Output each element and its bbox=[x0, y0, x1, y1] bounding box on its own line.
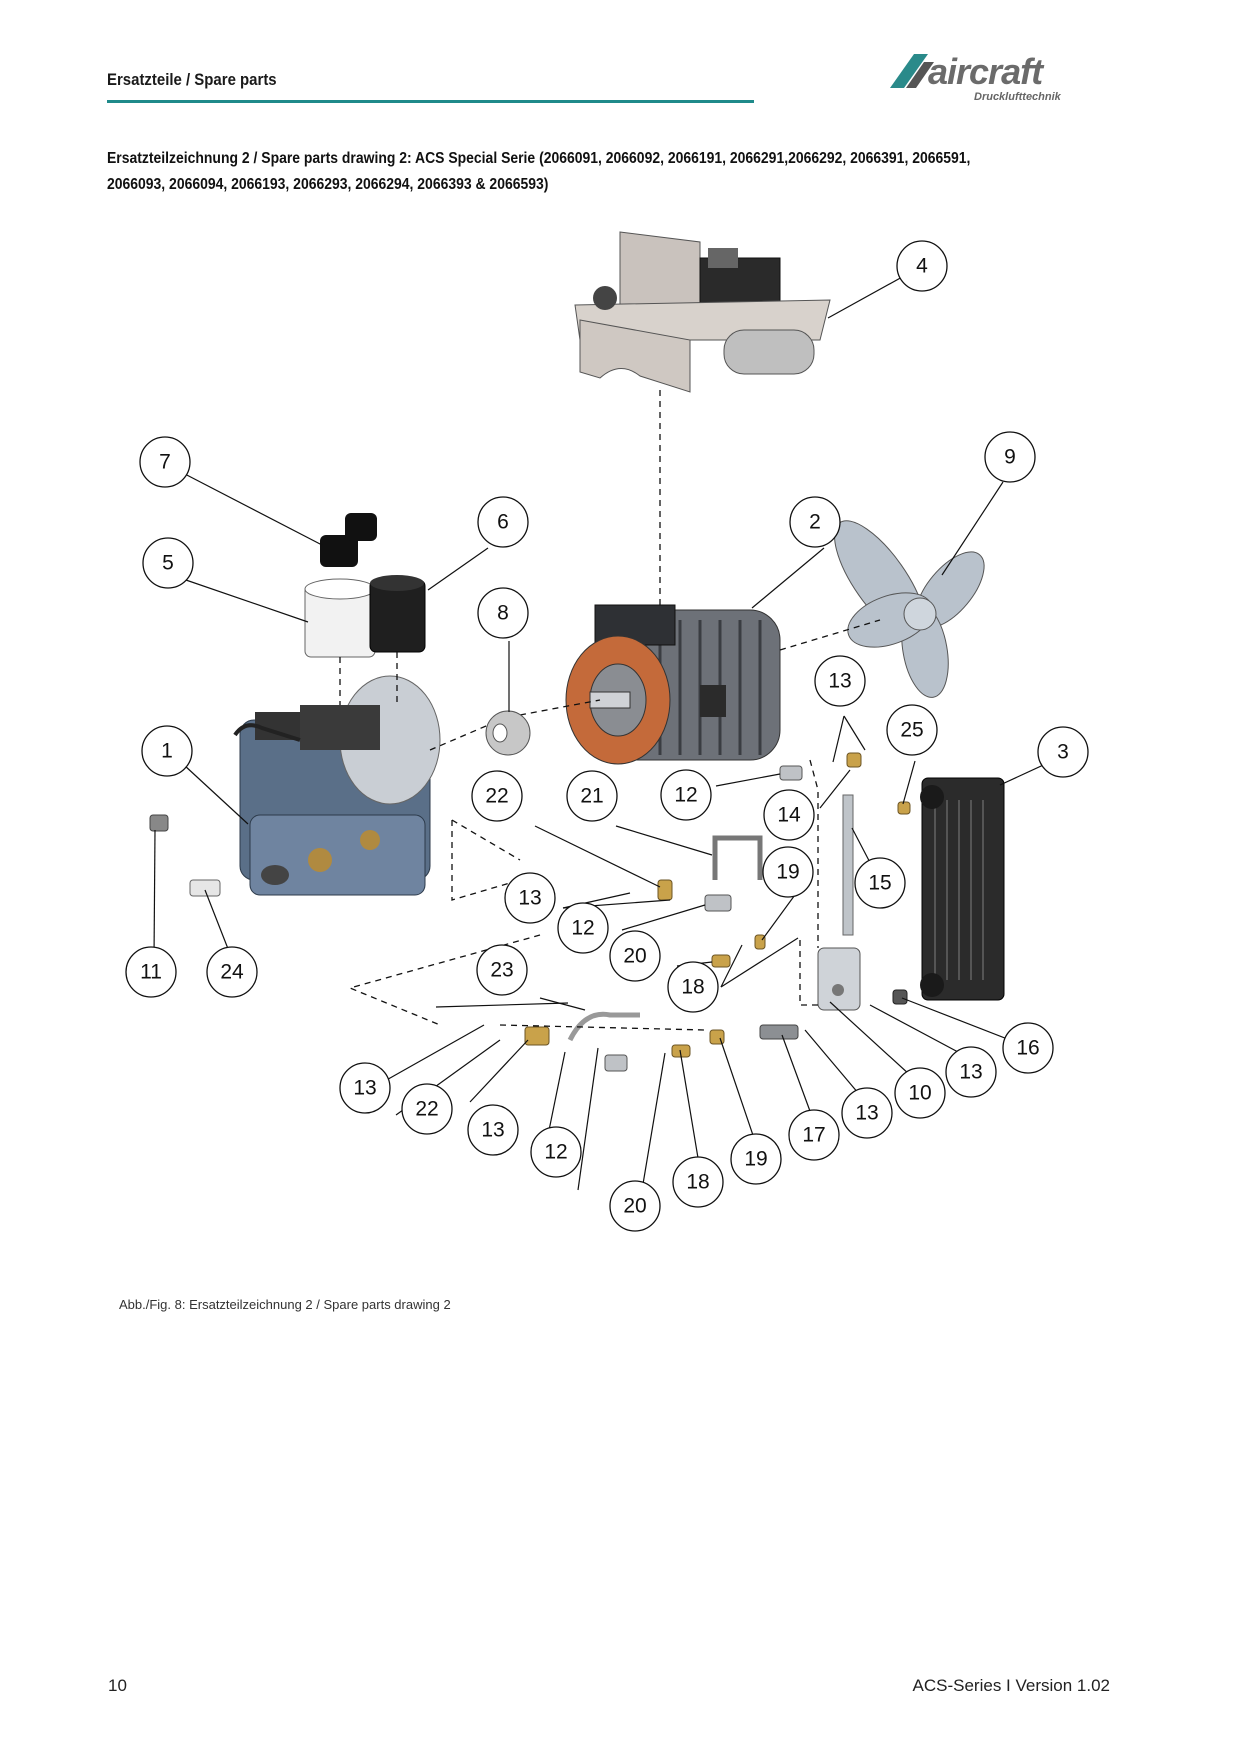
svg-text:20: 20 bbox=[623, 1195, 646, 1218]
motor-illustration bbox=[565, 604, 781, 765]
svg-text:23: 23 bbox=[490, 959, 513, 982]
header-rule bbox=[107, 100, 754, 103]
aircraft-logo-icon bbox=[890, 54, 934, 88]
callout-13-c: 13 bbox=[945, 1046, 997, 1098]
callout-14: 14 bbox=[763, 789, 815, 841]
cooler-illustration bbox=[920, 777, 1005, 1001]
svg-text:22: 22 bbox=[415, 1098, 438, 1121]
svg-text:24: 24 bbox=[220, 961, 244, 984]
callout-11: 11 bbox=[125, 946, 177, 998]
svg-text:3: 3 bbox=[1057, 741, 1069, 764]
callout-8: 8 bbox=[477, 587, 529, 639]
callout-18-b: 18 bbox=[672, 1156, 724, 1208]
pulley-ring-illustration bbox=[485, 710, 531, 756]
svg-text:1: 1 bbox=[161, 740, 173, 763]
callout-20-a: 20 bbox=[609, 930, 661, 982]
air-filter-illustration bbox=[304, 513, 426, 658]
svg-text:13: 13 bbox=[481, 1119, 504, 1142]
callout-16: 16 bbox=[1002, 1022, 1054, 1074]
callout-18-a: 18 bbox=[667, 961, 719, 1013]
callout-13-e: 13 bbox=[339, 1062, 391, 1114]
svg-text:12: 12 bbox=[544, 1141, 567, 1164]
callout-15: 15 bbox=[854, 857, 906, 909]
callout-24: 24 bbox=[206, 946, 258, 998]
svg-text:13: 13 bbox=[518, 887, 541, 910]
valve-block-illustration bbox=[817, 794, 861, 1011]
fan-illustration bbox=[834, 520, 985, 698]
svg-text:6: 6 bbox=[497, 511, 509, 534]
aircraft-logo: aircraft Drucklufttechnik bbox=[890, 51, 1062, 103]
svg-text:13: 13 bbox=[353, 1077, 376, 1100]
svg-text:13: 13 bbox=[855, 1102, 878, 1125]
svg-text:19: 19 bbox=[744, 1148, 767, 1171]
svg-text:18: 18 bbox=[681, 976, 704, 999]
svg-text:25: 25 bbox=[900, 719, 923, 742]
callout-12-b: 12 bbox=[557, 902, 609, 954]
callout-12-a: 12 bbox=[660, 769, 712, 821]
leader-lines bbox=[153, 265, 1053, 1197]
svg-text:12: 12 bbox=[674, 784, 697, 807]
callout-22-b: 22 bbox=[401, 1083, 453, 1135]
svg-text:9: 9 bbox=[1004, 446, 1016, 469]
svg-text:14: 14 bbox=[777, 804, 801, 827]
drawing-title-line-2: 2066093, 2066094, 2066193, 2066293, 2066… bbox=[107, 176, 549, 193]
svg-text:5: 5 bbox=[162, 552, 174, 575]
svg-text:21: 21 bbox=[580, 785, 603, 808]
logo-tagline: Drucklufttechnik bbox=[974, 91, 1062, 103]
svg-text:20: 20 bbox=[623, 945, 646, 968]
svg-text:16: 16 bbox=[1016, 1037, 1039, 1060]
svg-text:11: 11 bbox=[140, 961, 162, 984]
callout-7: 7 bbox=[139, 436, 191, 488]
callout-3: 3 bbox=[1037, 726, 1089, 778]
callout-19-a: 19 bbox=[762, 846, 814, 898]
page-number: 10 bbox=[108, 1676, 127, 1695]
svg-text:17: 17 bbox=[802, 1124, 825, 1147]
compressor-block-illustration bbox=[233, 675, 441, 896]
callout-22-a: 22 bbox=[471, 770, 523, 822]
callout-20-b: 20 bbox=[609, 1180, 661, 1232]
svg-text:7: 7 bbox=[159, 451, 171, 474]
callout-5: 5 bbox=[142, 537, 194, 589]
callout-17: 17 bbox=[788, 1109, 840, 1161]
callout-13-b: 13 bbox=[504, 872, 556, 924]
control-unit-illustration bbox=[574, 231, 831, 393]
svg-text:19: 19 bbox=[776, 861, 799, 884]
callout-4: 4 bbox=[896, 240, 948, 292]
callout-25: 25 bbox=[886, 704, 938, 756]
svg-text:12: 12 bbox=[571, 917, 594, 940]
callout-13-f: 13 bbox=[467, 1104, 519, 1156]
svg-text:8: 8 bbox=[497, 602, 509, 625]
drawing-title: Ersatzteilzeichnung 2 / Spare parts draw… bbox=[107, 146, 1007, 198]
svg-text:22: 22 bbox=[485, 785, 508, 808]
svg-text:13: 13 bbox=[828, 670, 851, 693]
drawing-title-line-1: Ersatzteilzeichnung 2 / Spare parts draw… bbox=[107, 150, 971, 167]
callout-12-c: 12 bbox=[530, 1126, 582, 1178]
callout-21: 21 bbox=[566, 770, 618, 822]
callout-10: 10 bbox=[894, 1067, 946, 1119]
logo-brand: aircraft bbox=[928, 51, 1045, 92]
callout-23: 23 bbox=[476, 944, 528, 996]
svg-text:18: 18 bbox=[686, 1171, 709, 1194]
callout-2: 2 bbox=[789, 496, 841, 548]
callout-1: 1 bbox=[141, 725, 193, 777]
figure-caption: Abb./Fig. 8: Ersatzteilzeichnung 2 / Spa… bbox=[119, 1297, 451, 1312]
svg-text:10: 10 bbox=[908, 1082, 931, 1105]
svg-text:13: 13 bbox=[959, 1061, 982, 1084]
svg-text:4: 4 bbox=[916, 255, 928, 278]
callout-13-a: 13 bbox=[814, 655, 866, 707]
svg-text:2: 2 bbox=[809, 511, 821, 534]
callout-9: 9 bbox=[984, 431, 1036, 483]
callout-13-d: 13 bbox=[841, 1087, 893, 1139]
svg-text:15: 15 bbox=[868, 872, 891, 895]
document-version: ACS-Series I Version 1.02 bbox=[912, 1676, 1110, 1695]
callout-19-b: 19 bbox=[730, 1133, 782, 1185]
callout-6: 6 bbox=[477, 496, 529, 548]
section-title: Ersatzteile / Spare parts bbox=[107, 70, 277, 89]
